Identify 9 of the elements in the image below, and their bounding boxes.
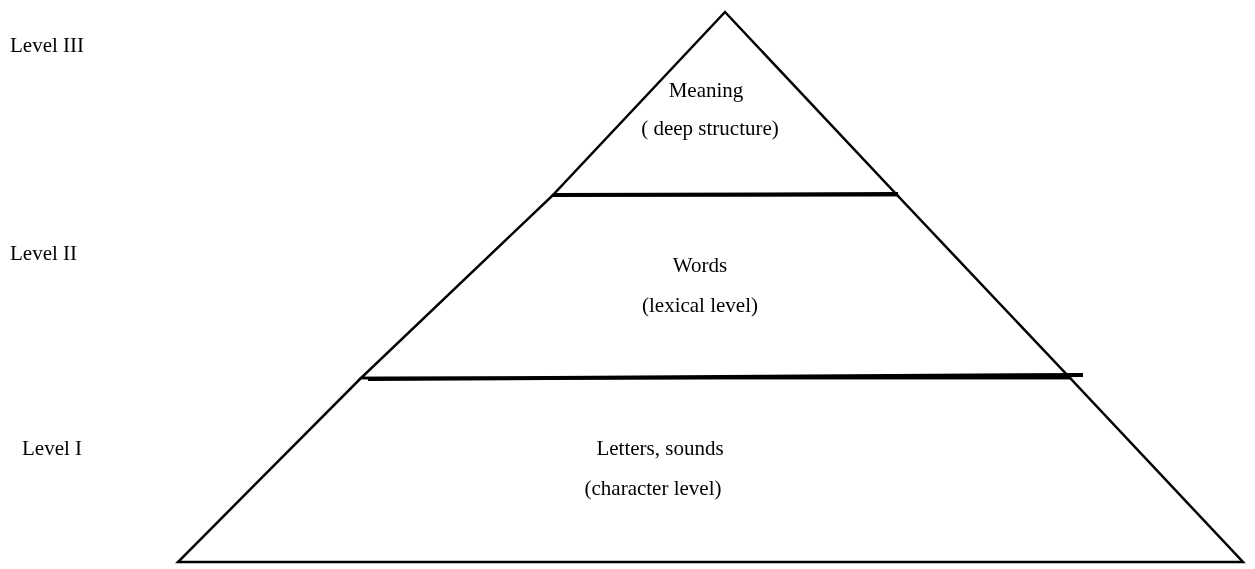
tier-subtitle: ( deep structure) xyxy=(641,116,779,140)
tier-subtitle: (lexical level) xyxy=(642,293,758,317)
tier-title: Letters, sounds xyxy=(596,436,724,460)
level-label: Level III xyxy=(10,33,85,57)
tier-title: Meaning xyxy=(668,78,744,102)
tier-subtitle: (character level) xyxy=(584,476,722,500)
level-label: Level I xyxy=(22,436,83,460)
tier-title: Words xyxy=(672,253,728,277)
level-label: Level II xyxy=(10,241,78,265)
